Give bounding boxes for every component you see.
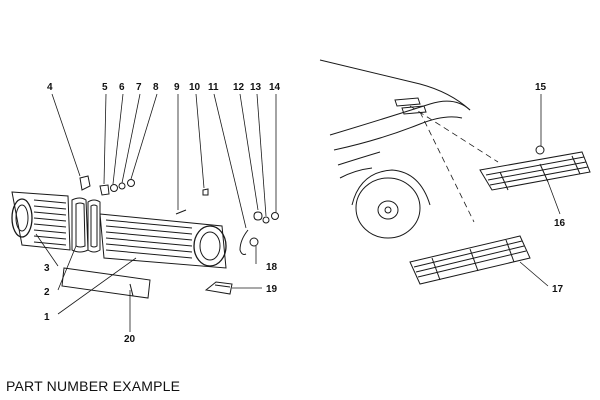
- callout-19: 19: [266, 284, 278, 295]
- callout-10: 10: [189, 82, 201, 93]
- callout-8: 8: [153, 82, 159, 93]
- exploded-parts-diagram: 1 2 3 4 5 6 7 8 9 10 11 12 13 14 15 16 1…: [11, 59, 591, 345]
- leader-lines-left: [35, 93, 277, 332]
- callout-4: 4: [47, 82, 53, 93]
- callout-2: 2: [44, 287, 50, 298]
- callout-20: 20: [124, 334, 136, 345]
- left-grille-half: [11, 191, 71, 251]
- small-hardware-parts: [79, 175, 279, 295]
- callout-16: 16: [554, 218, 566, 229]
- leader-lines-right-solid: [519, 94, 561, 287]
- car-body-outline: [319, 59, 471, 239]
- callout-18: 18: [266, 262, 278, 273]
- vent-grille-16: [479, 151, 591, 191]
- lower-trim-strip: [61, 267, 151, 299]
- center-grille-badge: [71, 197, 101, 253]
- diagram-caption: PART NUMBER EXAMPLE: [6, 378, 181, 394]
- callout-15: 15: [535, 82, 547, 93]
- callout-1: 1: [44, 312, 50, 323]
- callout-11: 11: [208, 82, 219, 93]
- callout-13: 13: [250, 82, 262, 93]
- callout-17: 17: [552, 284, 564, 295]
- callout-14: 14: [269, 82, 281, 93]
- vent-grille-17: [409, 235, 531, 285]
- right-grille-half: [99, 213, 227, 269]
- callout-labels: 1 2 3 4 5 6 7 8 9 10 11 12 13 14 15 16 1…: [44, 82, 566, 345]
- callout-5: 5: [102, 82, 108, 93]
- screw-15: [535, 145, 545, 155]
- callout-6: 6: [119, 82, 125, 93]
- callout-12: 12: [233, 82, 245, 93]
- leader-lines-right: [409, 105, 499, 223]
- callout-7: 7: [136, 82, 142, 93]
- callout-9: 9: [174, 82, 180, 93]
- callout-3: 3: [44, 263, 50, 274]
